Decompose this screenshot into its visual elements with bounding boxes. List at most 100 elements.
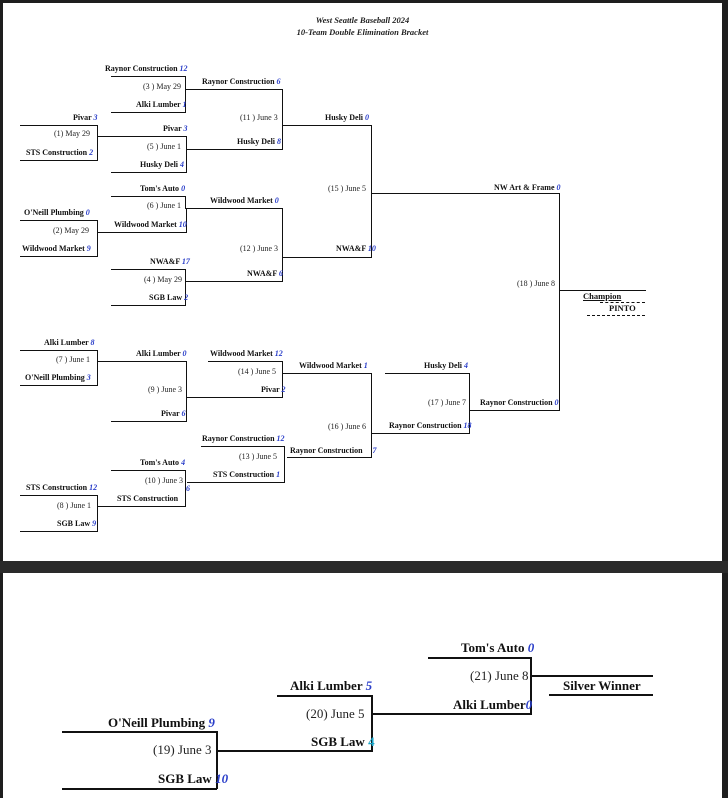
bracket-line xyxy=(186,89,282,90)
silver-bracket-panel: O'Neill Plumbing 9 (19) June 3 SGB Law 1… xyxy=(3,573,722,798)
bracket-line xyxy=(98,506,111,507)
team-slot: Pivar 3 xyxy=(163,124,188,133)
bracket-line xyxy=(111,269,186,270)
champion-name: PINTO xyxy=(609,303,636,313)
game-label: (3 ) May 29 xyxy=(143,82,181,91)
bracket-line xyxy=(111,506,186,507)
main-bracket-panel: West Seattle Baseball 2024 10-Team Doubl… xyxy=(3,3,722,561)
game-label: (17 ) June 7 xyxy=(428,398,466,407)
bracket-line xyxy=(97,220,98,257)
team-slot: Tom's Auto 4 xyxy=(140,458,186,467)
bracket-line xyxy=(111,112,186,113)
bracket-line xyxy=(549,694,653,696)
bracket-line xyxy=(283,125,372,126)
bracket-line xyxy=(98,232,187,233)
bracket-line xyxy=(372,713,531,715)
team-slot: Husky Deli 0 xyxy=(325,113,370,122)
bracket-line xyxy=(97,350,98,386)
team-slot: STS Construction xyxy=(117,494,179,503)
game-label: (10 ) June 3 xyxy=(145,476,183,485)
team-slot: Alki Lumber 0 xyxy=(136,349,187,358)
bracket-line xyxy=(282,361,283,398)
game-label: (14 ) June 5 xyxy=(238,367,276,376)
bracket-line xyxy=(186,209,187,233)
team-slot: SGB Law 4 xyxy=(311,734,375,749)
team-slot: Husky Deli 4 xyxy=(140,160,185,169)
bracket-line xyxy=(98,136,187,137)
bracket-line xyxy=(560,290,646,291)
bracket-line xyxy=(111,172,187,173)
team-slot: STS Construction 12 xyxy=(26,483,98,492)
team-slot: Pivar 6 xyxy=(161,409,186,418)
team-slot: Husky Deli 4 xyxy=(424,361,469,370)
bracket-line xyxy=(20,220,98,221)
bracket-line xyxy=(111,305,186,306)
bracket-line xyxy=(186,281,282,282)
game-label: (6 ) June 1 xyxy=(147,201,181,210)
team-slot: Pivar 3 xyxy=(73,113,98,122)
bracket-line xyxy=(111,421,187,422)
game-label: (5 ) June 1 xyxy=(147,142,181,151)
bracket-line xyxy=(283,257,372,258)
bracket-subtitle: 10-Team Double Elimination Bracket xyxy=(296,27,429,37)
team-slot: Wildwood Market 10 xyxy=(114,220,187,229)
team-slot: Pivar 2 xyxy=(261,385,286,394)
bracket-line xyxy=(216,731,218,789)
bracket-line xyxy=(531,675,653,677)
bracket-line xyxy=(20,256,98,257)
game-label: (1) May 29 xyxy=(54,129,90,138)
game-label: (19) June 3 xyxy=(153,742,212,757)
bracket-line xyxy=(371,373,372,458)
bracket-line xyxy=(111,76,186,77)
bracket-line xyxy=(530,657,532,715)
bracket-line xyxy=(97,125,98,161)
team-slot: O'Neill Plumbing 9 xyxy=(108,715,215,730)
team-slot: STS Construction 2 xyxy=(26,148,94,157)
team-slot: SGB Law 9 xyxy=(57,519,97,528)
team-slot: Raynor Construction 18 xyxy=(389,421,472,430)
team-score: 6 xyxy=(186,484,190,493)
bracket-line xyxy=(385,373,470,374)
team-slot: NWA&F 10 xyxy=(336,244,376,253)
champion-dash-line xyxy=(600,302,645,303)
team-slot: NWA&F 6 xyxy=(247,269,283,278)
bracket-line xyxy=(185,196,186,209)
bracket-line xyxy=(186,136,187,173)
bracket-line xyxy=(185,76,186,113)
background-text-strip xyxy=(0,561,728,573)
silver-winner-label: Silver Winner xyxy=(563,678,641,693)
bracket-line xyxy=(111,470,186,471)
team-slot: STS Construction 1 xyxy=(213,470,281,479)
bracket-title: West Seattle Baseball 2024 xyxy=(315,15,410,25)
team-slot: Raynor Construction 0 xyxy=(480,398,559,407)
team-slot: Alki Lumber0 xyxy=(453,697,533,712)
bracket-line xyxy=(20,125,98,126)
team-slot: O'Neill Plumbing 0 xyxy=(24,208,90,217)
bracket-line xyxy=(62,731,217,733)
bracket-line xyxy=(217,750,372,752)
bracket-line xyxy=(282,208,283,282)
bracket-line xyxy=(97,495,98,532)
team-slot: Wildwood Market 0 xyxy=(210,196,279,205)
game-label: (18 ) June 8 xyxy=(517,279,555,288)
bracket-line xyxy=(186,208,282,209)
game-label: (16 ) June 6 xyxy=(328,422,366,431)
team-slot: Alki Lumber 5 xyxy=(290,678,373,693)
team-slot: Raynor Construction 7 xyxy=(290,446,377,455)
game-label: (8 ) June 1 xyxy=(57,501,91,510)
bracket-line xyxy=(428,657,531,659)
team-slot: Alki Lumber 8 xyxy=(44,338,95,347)
team-slot: Tom's Auto 0 xyxy=(461,640,535,655)
team-slot: Raynor Construction 12 xyxy=(105,64,188,73)
bracket-line xyxy=(372,193,560,194)
bracket-line xyxy=(287,457,372,458)
bracket-line xyxy=(277,695,372,697)
game-label: (11 ) June 3 xyxy=(240,113,278,122)
bracket-line xyxy=(187,149,283,150)
bracket-line xyxy=(371,125,372,258)
bracket-line xyxy=(20,531,98,532)
bracket-line xyxy=(469,373,470,434)
bracket-line xyxy=(111,196,186,197)
bracket-line xyxy=(282,89,283,150)
team-slot: Alki Lumber 1 xyxy=(136,100,187,109)
